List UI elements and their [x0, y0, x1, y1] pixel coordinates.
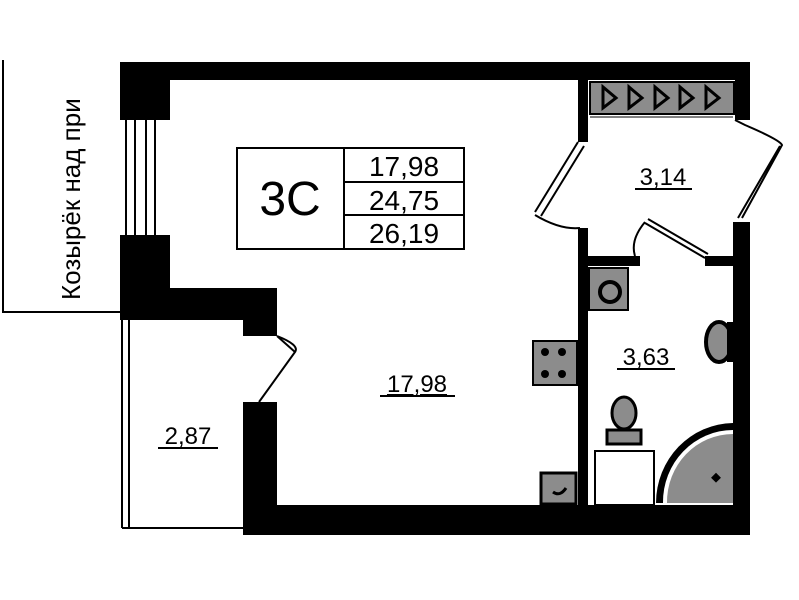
- window: [125, 120, 156, 235]
- entrance-door: [734, 119, 784, 219]
- room-area-balcony: 2,87: [165, 423, 212, 450]
- washing-machine-icon: [588, 267, 629, 311]
- living-area-value: 17,98: [369, 151, 439, 182]
- doors: [258, 119, 784, 403]
- sink-icon: [704, 320, 734, 364]
- room-area-hallway: 3,14: [640, 164, 687, 191]
- balcony: [121, 320, 243, 529]
- walls: [120, 62, 750, 535]
- room-area-living: 17,98: [387, 371, 447, 398]
- area-summary-table: [236, 147, 465, 250]
- total-area-value: 24,75: [369, 185, 439, 216]
- bath-door: [632, 218, 709, 259]
- wardrobe: [589, 81, 735, 118]
- total-area-with-balcony-value: 26,19: [369, 218, 439, 249]
- apartment-type: 3С: [259, 173, 320, 226]
- canopy-outline: [2, 60, 122, 313]
- shower-icon: [656, 423, 733, 503]
- hall-door: [534, 141, 585, 230]
- bath-cabinet: [594, 450, 655, 506]
- canopy-label: Козырёк над при: [56, 98, 86, 300]
- toilet-icon: [605, 395, 643, 446]
- stove-icon: [532, 340, 578, 386]
- utility-box: [539, 471, 578, 506]
- room-area-bathroom: 3,63: [623, 344, 670, 371]
- balcony-door: [258, 335, 297, 403]
